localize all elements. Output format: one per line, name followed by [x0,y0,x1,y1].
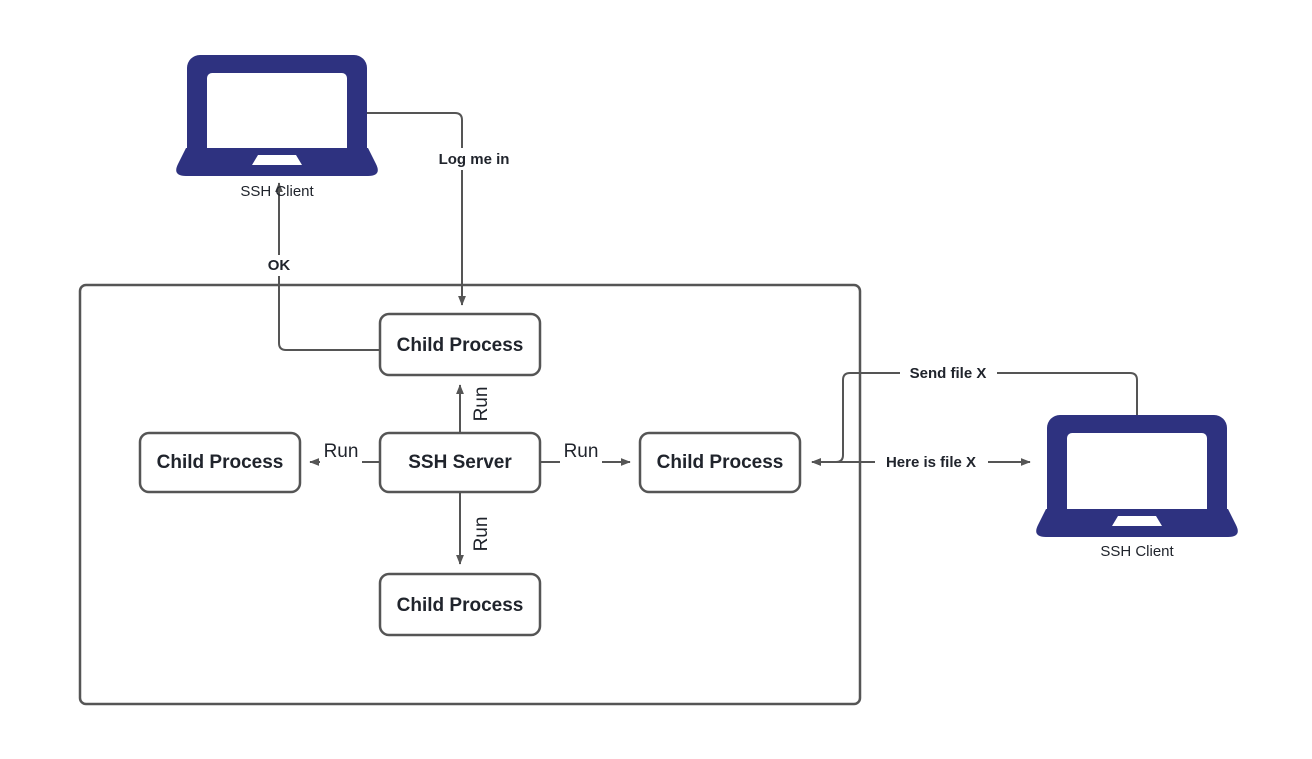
edge-label-run-left: Run [320,440,362,464]
node-child-top[interactable]: Child Process [378,312,542,377]
edge-label-text: Log me in [439,151,510,168]
node-box[interactable] [378,312,542,377]
edge-label-run-down: Run [469,512,493,556]
edge-label-send-file-x: Send file X [900,363,997,384]
device-label: SSH Client [240,183,314,200]
node-child-bottom[interactable]: Child Process [378,572,542,637]
edge-label-text: Run [471,387,492,422]
node-label: Child Process [657,452,784,473]
node-label: Child Process [397,335,524,356]
device-label: SSH Client [1100,543,1174,560]
laptop-icon [176,55,378,176]
node-box[interactable] [378,431,542,494]
edge-label-text: Run [471,517,492,552]
ssh-server-boundary [78,283,862,706]
node-ssh-server[interactable]: SSH Server [378,431,542,494]
node-child-right[interactable]: Child Process [638,431,802,494]
edge-label-text: Run [324,441,359,462]
node-box[interactable] [638,431,802,494]
node-child-left[interactable]: Child Process [138,431,302,494]
edge-send-file-x [811,372,1138,466]
laptop-icon [1036,415,1238,537]
node-label: Child Process [397,595,524,616]
edge-label-log-me-in: Log me in [413,148,509,170]
edge-label-here-is-file-x: Here is file X [875,452,988,473]
edge-label-text: Here is file X [886,454,976,471]
device-client-top[interactable]: SSH Client [176,55,378,200]
node-label: SSH Server [408,452,512,473]
edge-label-run-up: Run [469,382,493,426]
edge-label-run-right: Run [560,440,602,464]
edge-ok [275,182,380,351]
node-label: Child Process [157,452,284,473]
edge-label-ok: OK [262,255,296,276]
edge-label-text: Run [564,441,599,462]
edge-log-me-in [355,112,466,306]
edge-label-text: Send file X [910,365,987,382]
device-client-right[interactable]: SSH Client [1036,415,1238,560]
node-box[interactable] [378,572,542,637]
edge-label-text: OK [268,257,291,274]
node-box[interactable] [138,431,302,494]
